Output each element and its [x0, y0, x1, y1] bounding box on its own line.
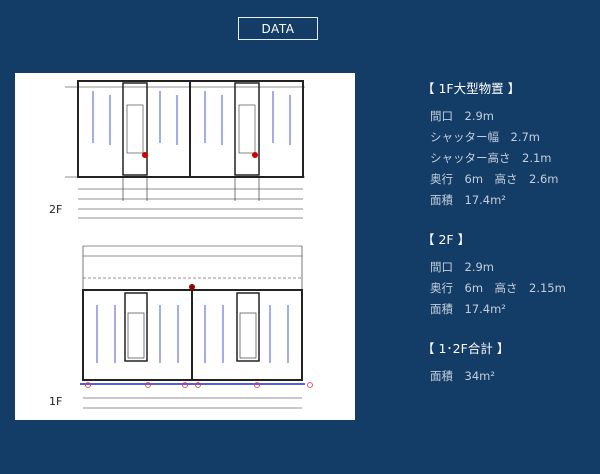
floor-plan-drawing	[65, 80, 313, 409]
plan-1f	[80, 245, 313, 409]
spec-row: 面積 34m²	[430, 369, 495, 383]
spec-row: シャッター幅 2.7m	[430, 130, 540, 144]
spec-row: 面積 17.4m²	[430, 302, 506, 316]
spec-panel: 【 1F大型物置 】 間口 2.9m シャッター幅 2.7m シャッター高さ 2…	[422, 78, 566, 387]
spec-row: 奥行 6m 高さ 2.15m	[430, 281, 566, 295]
floor-label-2f: 2F	[49, 203, 63, 216]
section-1f-storage: 【 1F大型物置 】 間口 2.9m シャッター幅 2.7m シャッター高さ 2…	[422, 78, 566, 211]
section-title: 【 1･2F合計 】	[422, 341, 510, 356]
spec-row: 間口 2.9m	[430, 109, 494, 123]
spec-row: シャッター高さ 2.1m	[430, 151, 552, 165]
floor-plan-image: 2F 1F	[15, 73, 355, 420]
plan-2f	[65, 80, 305, 219]
section-title: 【 1F大型物置 】	[422, 81, 521, 96]
section-title: 【 2F 】	[422, 232, 471, 247]
section-total: 【 1･2F合計 】 面積 34m²	[422, 338, 566, 387]
data-button[interactable]: DATA	[238, 17, 318, 40]
floor-label-1f: 1F	[49, 395, 63, 408]
spec-row: 面積 17.4m²	[430, 193, 506, 207]
section-2f: 【 2F 】 間口 2.9m 奥行 6m 高さ 2.15m 面積 17.4m²	[422, 229, 566, 320]
spec-row: 奥行 6m 高さ 2.6m	[430, 172, 559, 186]
spec-row: 間口 2.9m	[430, 260, 494, 274]
